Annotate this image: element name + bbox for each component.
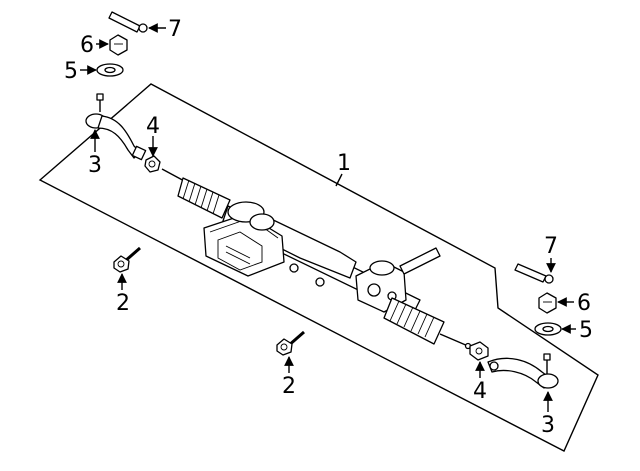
callout-7-right: 7 [544, 234, 558, 259]
washer-left [96, 63, 124, 77]
callout-5-right: 5 [579, 318, 593, 343]
callout-6-left: 6 [80, 33, 94, 58]
mounting-bolt-lower [276, 330, 305, 356]
tie-rod-end-left [85, 93, 147, 161]
castle-nut-left [109, 34, 128, 56]
cotter-pin-right [514, 263, 554, 284]
castle-nut-right [538, 292, 557, 314]
callout-leaders [80, 23, 576, 412]
washer-right [534, 322, 562, 336]
callout-3-right: 3 [541, 413, 555, 438]
mounting-bolt-upper [113, 246, 141, 273]
callout-6-right: 6 [577, 291, 591, 316]
callout-4-right: 4 [473, 379, 487, 404]
jam-nut-left [144, 155, 161, 173]
tie-rod-end-right [487, 353, 559, 389]
callout-5-left: 5 [64, 59, 78, 84]
cotter-pin-left [108, 11, 148, 33]
callout-7-left: 7 [168, 17, 182, 42]
callout-2-upper: 2 [116, 291, 130, 316]
steering-rack-assembly [161, 168, 472, 350]
callout-4-left: 4 [146, 114, 160, 139]
callout-3-left: 3 [88, 153, 102, 178]
callout-2-lower: 2 [282, 374, 296, 399]
assembly-boundary [38, 83, 599, 452]
callout-1: 1 [337, 151, 351, 176]
jam-nut-right [469, 341, 489, 361]
